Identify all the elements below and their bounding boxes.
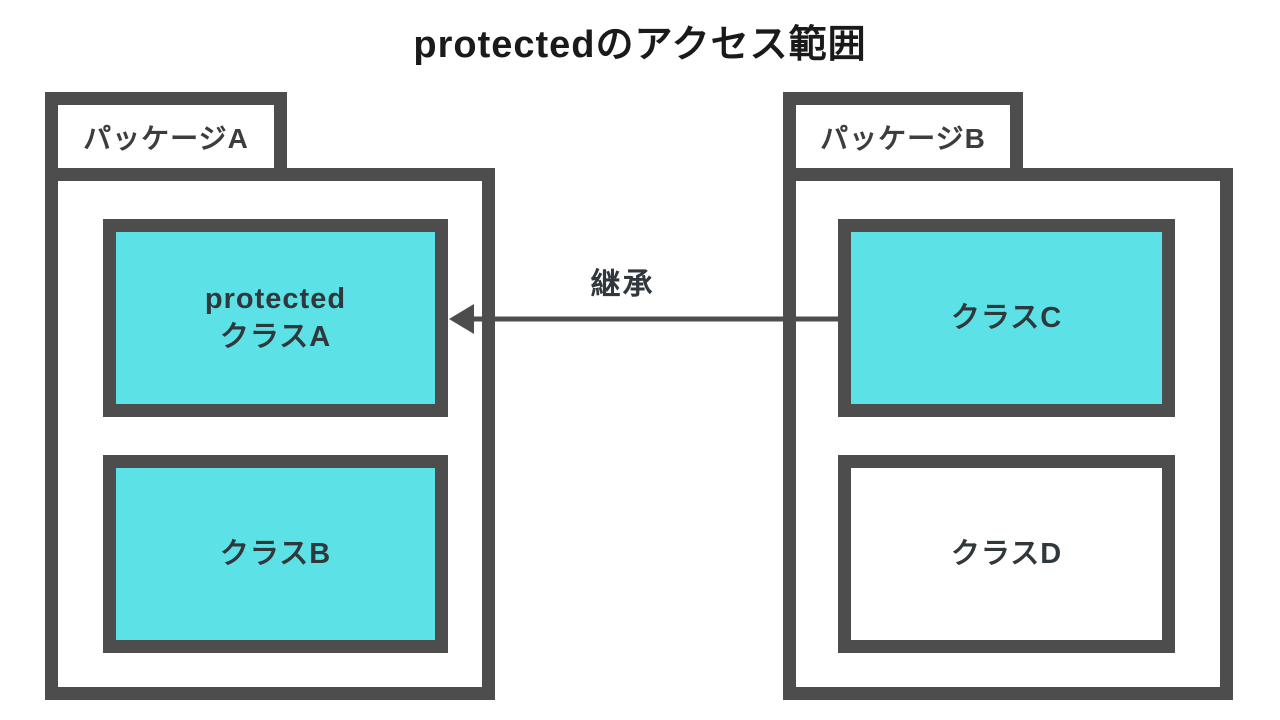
class-c-label: クラスC (950, 301, 1063, 334)
class-a-box: protected クラスA (103, 219, 448, 417)
package-b-label: パッケージB (820, 122, 986, 154)
package-b-tab: パッケージB (783, 92, 1023, 181)
class-c-box: クラスC (838, 219, 1175, 417)
class-d-label: クラスD (950, 537, 1063, 570)
class-a-label: クラスA (219, 321, 332, 353)
class-a-modifier: protected (204, 282, 347, 315)
diagram-title: protectedのアクセス範囲 (413, 24, 867, 66)
package-a-tab: パッケージA (45, 92, 287, 181)
class-b-box: クラスB (103, 455, 448, 653)
package-a-label: パッケージA (83, 122, 249, 154)
class-d-box: クラスD (838, 455, 1175, 653)
inheritance-label: 継承 (590, 268, 655, 301)
class-b-label: クラスB (219, 537, 332, 570)
